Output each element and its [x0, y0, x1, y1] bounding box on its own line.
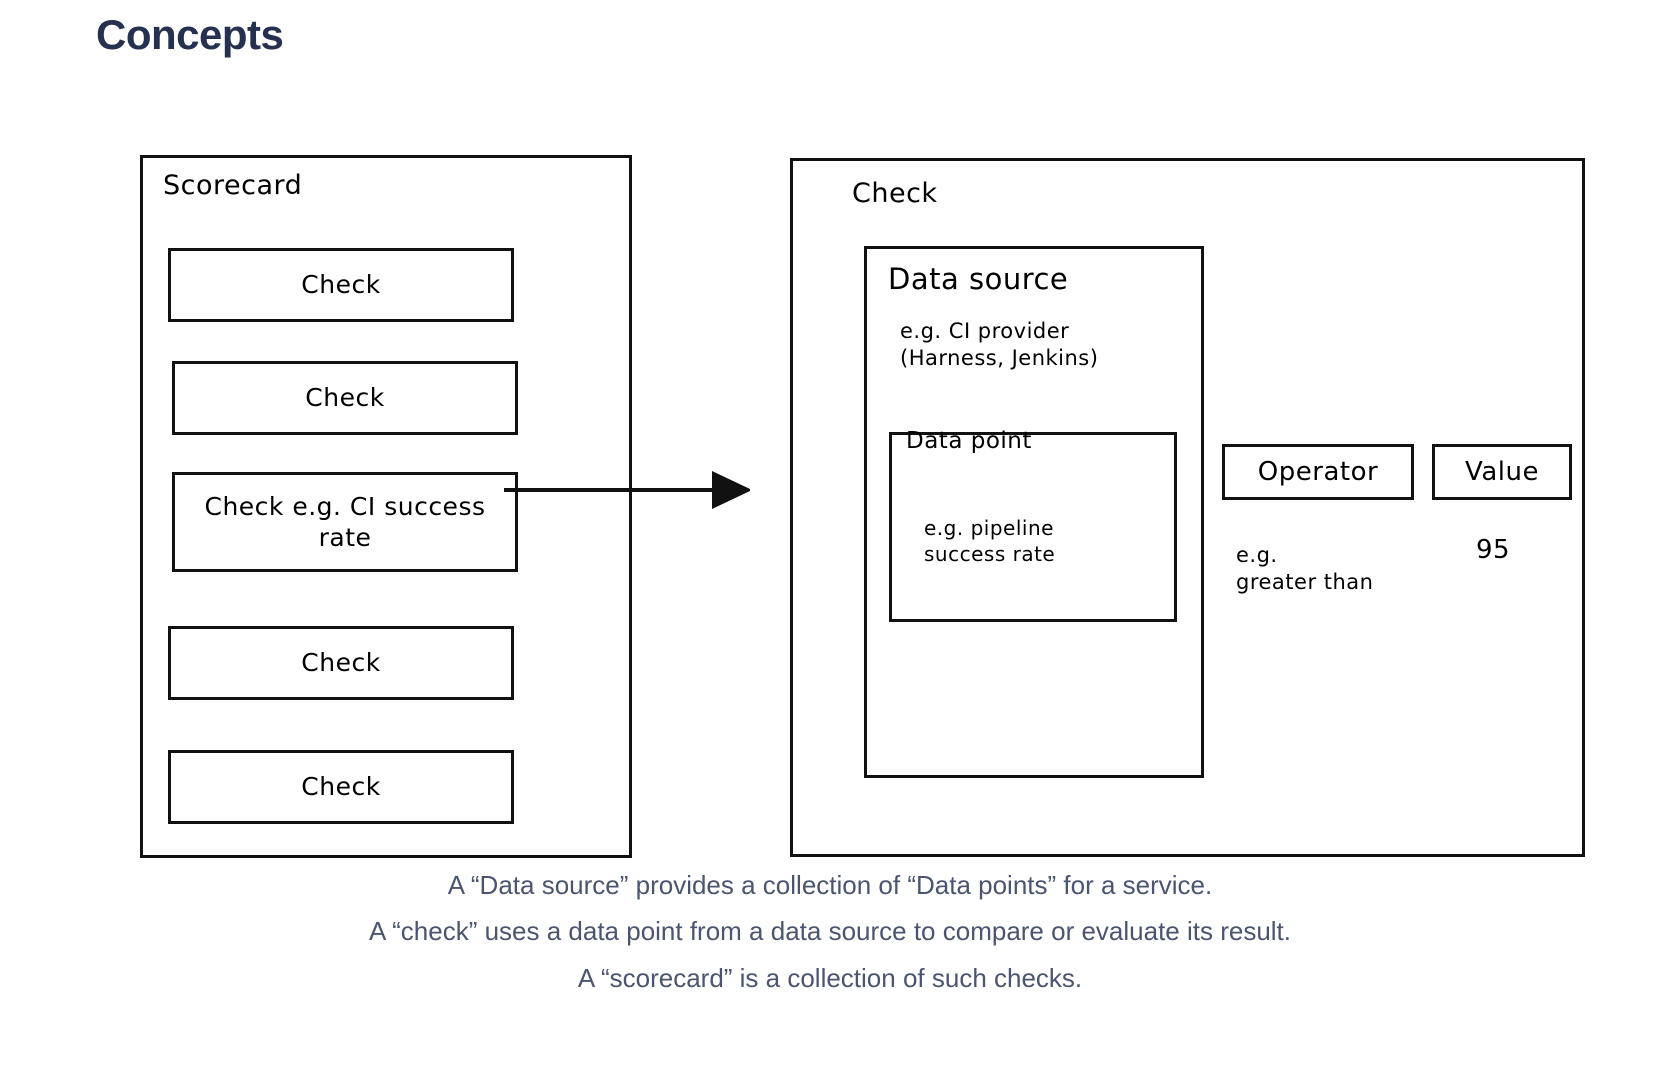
- operator-example: e.g. greater than: [1236, 543, 1374, 595]
- value-label: Value: [1465, 457, 1539, 487]
- value-example: 95: [1476, 535, 1511, 565]
- scorecard-check-5: Check: [168, 750, 514, 824]
- page-title: Concepts: [96, 11, 284, 58]
- data-point-example: e.g. pipeline success rate: [924, 516, 1056, 566]
- data-point-container: [889, 432, 1177, 622]
- scorecard-check-1: Check: [168, 248, 514, 322]
- scorecard-check-2-label: Check: [305, 383, 385, 413]
- scorecard-check-2: Check: [172, 361, 518, 435]
- data-source-label: Data source: [888, 262, 1069, 296]
- operator-label: Operator: [1257, 457, 1379, 487]
- data-point-label: Data point: [906, 428, 1032, 454]
- data-source-example: e.g. CI provider (Harness, Jenkins): [900, 319, 1099, 371]
- scorecard-to-check-arrow-icon: [504, 471, 750, 509]
- scorecard-check-4: Check: [168, 626, 514, 700]
- caption-line-3: A “scorecard” is a collection of such ch…: [577, 962, 1083, 993]
- scorecard-check-4-label: Check: [301, 648, 381, 678]
- operator-box: Operator: [1222, 444, 1414, 500]
- scorecard-check-3-label: Check e.g. CI success rate: [204, 491, 486, 552]
- caption-line-1: A “Data source” provides a collection of…: [447, 870, 1213, 900]
- scorecard-check-5-label: Check: [301, 772, 381, 802]
- scorecard-check-1-label: Check: [301, 270, 381, 300]
- caption-line-2: A “check” uses a data point from a data …: [368, 916, 1292, 947]
- value-box: Value: [1432, 444, 1572, 500]
- concepts-diagram: Scorecard Check Check Check e.g. CI succ…: [140, 155, 1585, 858]
- scorecard-check-3: Check e.g. CI success rate: [172, 472, 518, 572]
- caption: A “Data source” provides a collection of…: [0, 862, 1660, 1001]
- check-label: Check: [852, 178, 938, 209]
- scorecard-label: Scorecard: [163, 170, 303, 201]
